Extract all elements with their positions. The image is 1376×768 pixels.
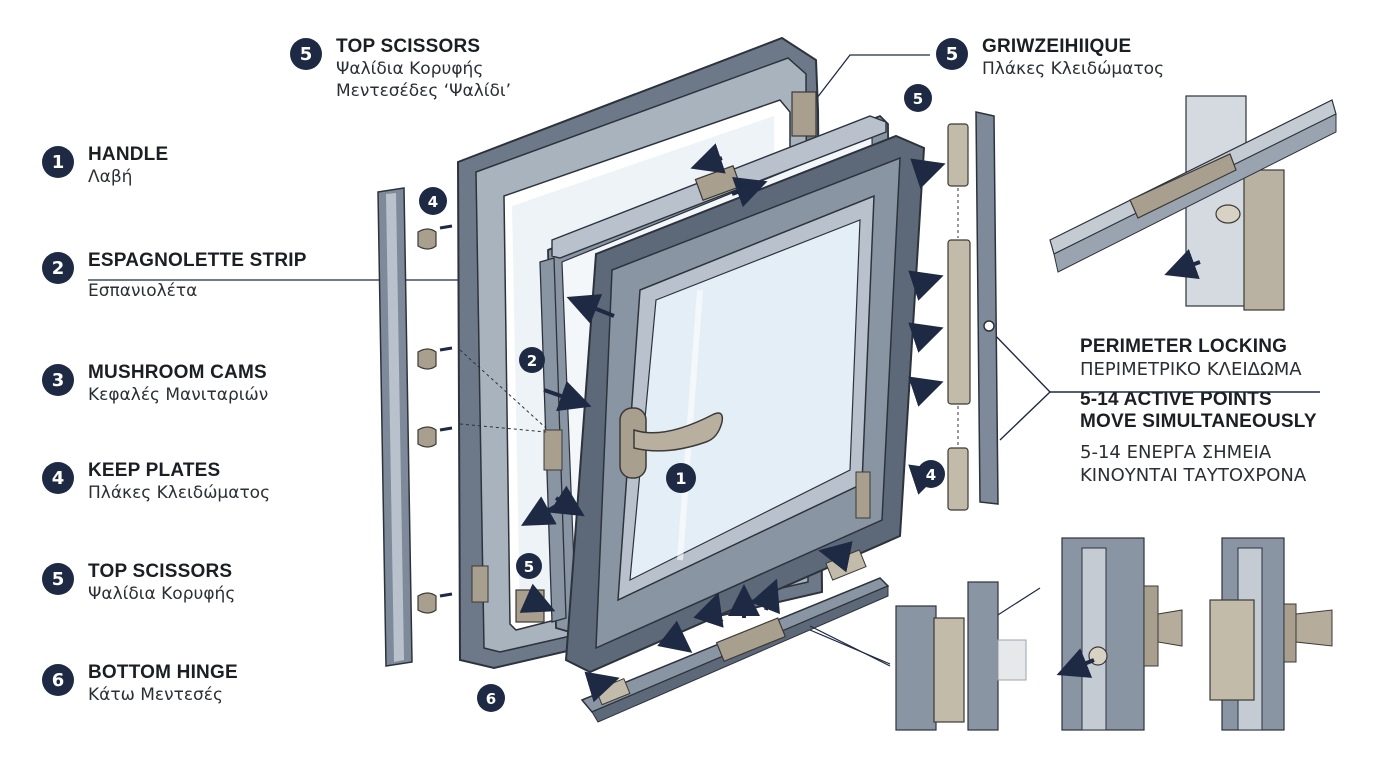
- handle-icon: [619, 407, 724, 479]
- legend-badge: 3: [42, 364, 74, 396]
- legend-greek: Πλάκες Κλειδώματος: [88, 483, 271, 503]
- diagram-markers: 1 2 4 4 5 5 6: [419, 84, 945, 712]
- active-points-greek: ΚΙΝΟΥΝΤΑΙ ΤΑΥΤΟΧΡΟΝΑ: [1080, 465, 1307, 486]
- detail-inset-locking-bar: [1049, 95, 1337, 311]
- legend-badge: 2: [42, 252, 74, 284]
- legend-item-top-scissors: 5 TOP SCISSORS Ψαλίδια Κορυφής: [42, 561, 236, 605]
- marker-4-left: 4: [428, 193, 438, 211]
- legend-item-handle: 1 HANDLE Λαβή: [42, 144, 169, 188]
- callout-greek: Ψαλίδια Κορυφής: [336, 59, 484, 79]
- legend-item-bottom-hinge: 6 BOTTOM HINGE Κάτω Μεντεσές: [42, 662, 238, 706]
- perimeter-title: PERIMETER LOCKING: [1080, 336, 1288, 357]
- movement-arrows: [519, 143, 853, 703]
- legend-title: KEEP PLATES: [88, 460, 221, 481]
- legend-title: MUSHROOM CAMS: [88, 362, 267, 383]
- callout-greek: Μεντεσέδες ‘Ψαλίδι’: [336, 81, 512, 101]
- detail-inset-mushroom-cam: [1056, 537, 1183, 731]
- active-points-greek: 5-14 ΕΝΕΡΓΑ ΣΗΜΕΙΑ: [1080, 442, 1272, 463]
- legend-badge: 4: [42, 462, 74, 494]
- legend-greek: Εσπανιολέτα: [88, 281, 198, 301]
- marker-2: 2: [527, 352, 537, 370]
- perimeter-title-greek: ΠΕΡΙΜΕΤΡΙΚΟ ΚΛΕΙΔΩΜΑ: [1080, 359, 1302, 380]
- callout-title: TOP SCISSORS: [336, 36, 481, 57]
- legend-greek: Κάτω Μεντεσές: [88, 685, 223, 705]
- legend-greek: Κεφαλές Μανιταριών: [88, 385, 269, 405]
- right-keep-strip: [908, 111, 999, 511]
- callout-top-scissors: 5 TOP SCISSORS Ψαλίδια Κορυφής Μεντεσέδε…: [290, 36, 512, 102]
- callout-greek: Πλάκες Κλειδώματος: [982, 59, 1165, 79]
- legend-item-mushroom-cams: 3 MUSHROOM CAMS Κεφαλές Μανιταριών: [42, 362, 269, 406]
- legend-badge: 1: [42, 146, 74, 178]
- espagnolette-strip: [539, 257, 567, 623]
- callout-keep-plates: 5 GRIWZEIHIIQUE Πλάκες Κλειδώματος: [936, 36, 1165, 80]
- legend-badge: 6: [42, 664, 74, 696]
- perimeter-locking-block: PERIMETER LOCKING ΠΕΡΙΜΕΤΡΙΚΟ ΚΛΕΙΔΩΜΑ 5…: [1080, 336, 1317, 487]
- glazed-sash: [564, 134, 926, 674]
- bottom-hinge-icon: [471, 471, 871, 623]
- legend-title: TOP SCISSORS: [88, 561, 233, 582]
- left-keep-strip: [377, 187, 453, 667]
- active-points-line: MOVE SIMULTANEOUSLY: [1080, 411, 1317, 432]
- marker-1: 1: [675, 469, 686, 488]
- outer-frame: [456, 36, 824, 670]
- top-scissors-arm: [551, 91, 887, 259]
- callout-title: GRIWZEIHIIQUE: [982, 36, 1132, 57]
- legend-title: ESPAGNOLETTE STRIP: [88, 250, 307, 271]
- marker-5-bottom: 5: [524, 558, 534, 576]
- detail-inset-keep-plate: [1209, 537, 1333, 731]
- sash-frame: [547, 114, 891, 633]
- legend-title: HANDLE: [88, 144, 169, 165]
- keep-plate-icon: [417, 228, 437, 614]
- legend-item-keep-plates: 4 KEEP PLATES Πλάκες Κλειδώματος: [42, 460, 271, 504]
- bottom-track: [580, 549, 891, 723]
- legend-item-espagnolette: 2 ESPAGNOLETTE STRIP Εσπανιολέτα: [42, 250, 307, 302]
- legend-greek: Ψαλίδια Κορυφής: [88, 584, 236, 604]
- detail-inset-hinge: [809, 581, 1041, 731]
- legend-greek: Λαβή: [88, 167, 133, 187]
- marker-5-right: 5: [913, 90, 923, 108]
- active-points-line: 5-14 ACTIVE POINTS: [1080, 389, 1272, 410]
- callout-badge: 5: [290, 38, 322, 70]
- marker-4-right: 4: [926, 466, 936, 484]
- legend-badge: 5: [42, 563, 74, 595]
- callout-badge: 5: [936, 38, 968, 70]
- legend-title: BOTTOM HINGE: [88, 662, 238, 683]
- marker-6: 6: [486, 690, 496, 708]
- top-scissors-leader: [799, 54, 930, 121]
